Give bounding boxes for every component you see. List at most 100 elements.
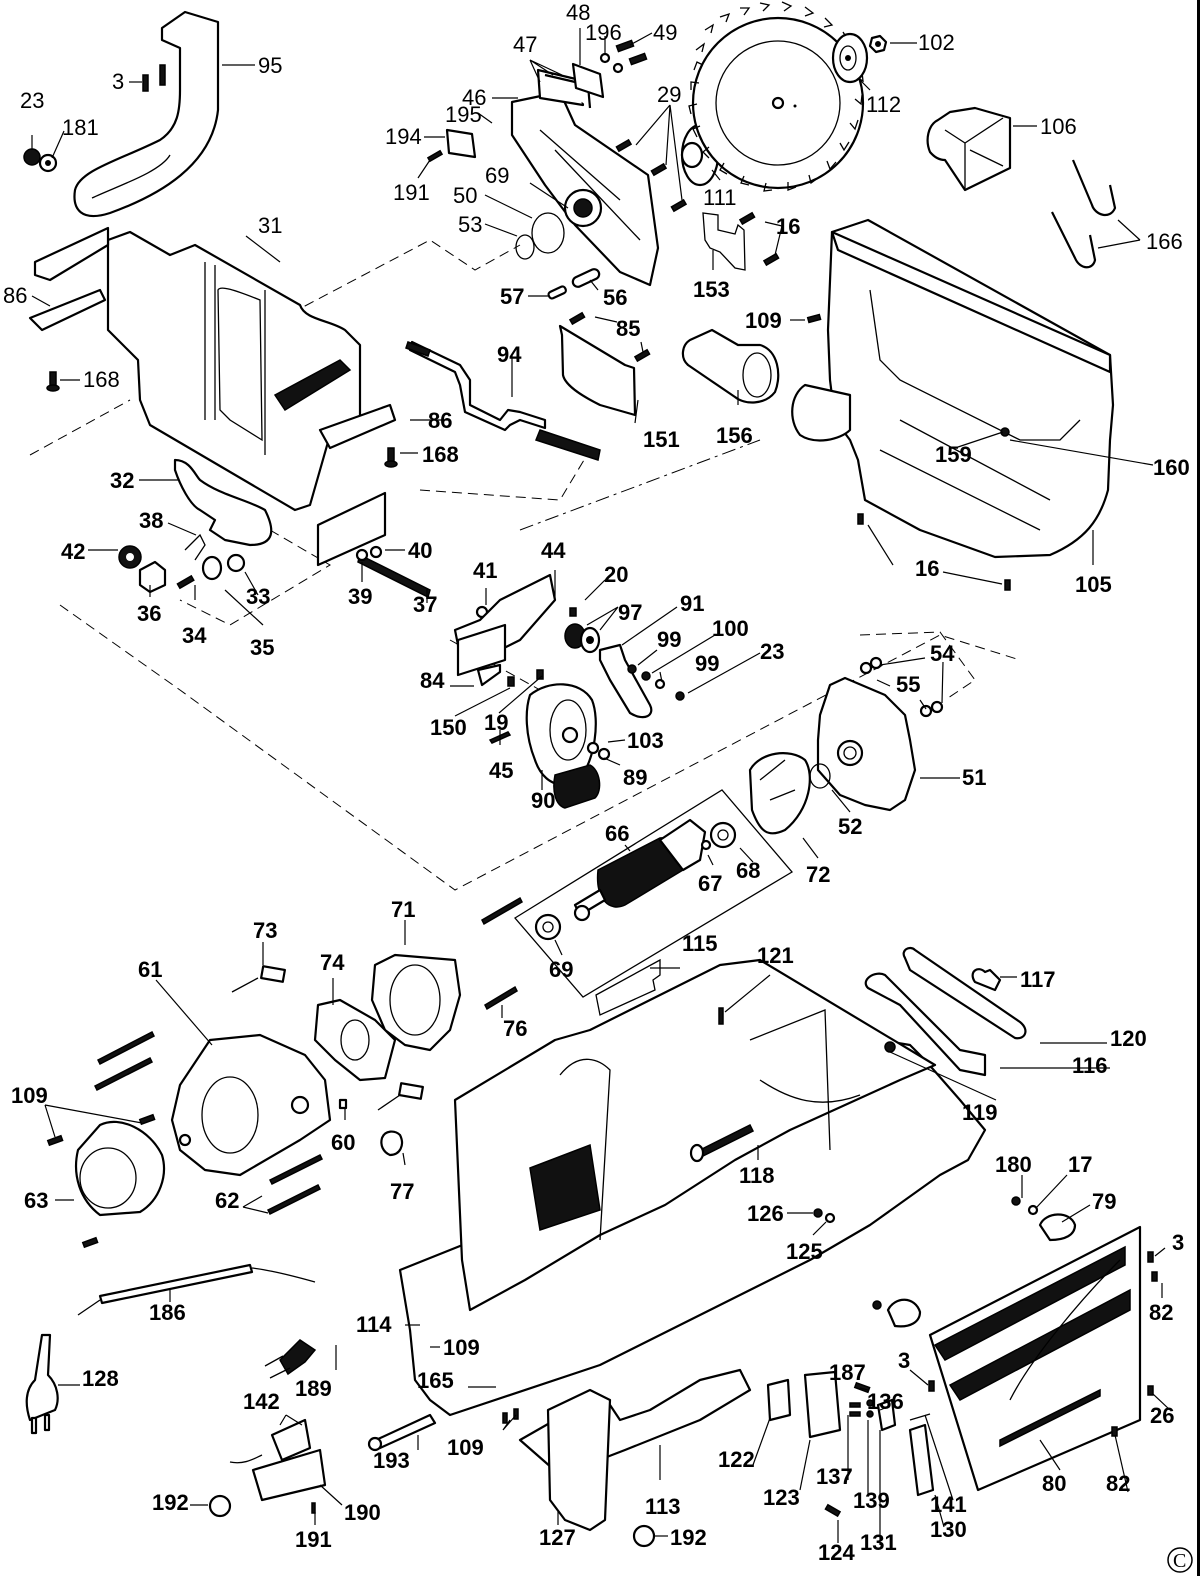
label-192-b: 192 — [670, 1525, 707, 1550]
label-120: 120 — [1110, 1026, 1147, 1051]
screws-29 — [615, 138, 688, 213]
part-46-knife-holder — [510, 90, 660, 287]
part-103-89 — [586, 741, 611, 761]
part-128-plug — [25, 1333, 59, 1435]
label-3: 3 — [112, 69, 124, 94]
label-38: 38 — [139, 508, 163, 533]
label-82-b: 82 — [1106, 1471, 1130, 1496]
label-196: 196 — [585, 20, 622, 45]
label-90: 90 — [531, 788, 555, 813]
small-parts-33-42 — [118, 533, 246, 594]
label-91: 91 — [680, 591, 704, 616]
label-53: 53 — [458, 212, 482, 237]
label-195: 195 — [445, 102, 482, 127]
part-156-tube-b — [791, 383, 852, 442]
leader-lines — [31, 28, 1171, 1545]
label-99: 99 — [657, 627, 681, 652]
label-77: 77 — [390, 1179, 414, 1204]
label-127: 127 — [539, 1525, 576, 1550]
label-42: 42 — [61, 539, 85, 564]
switch-parts-122-141 — [766, 1370, 935, 1518]
label-47: 47 — [513, 32, 537, 57]
label-57: 57 — [500, 284, 524, 309]
label-16: 16 — [776, 214, 800, 239]
label-89: 89 — [623, 765, 647, 790]
label-123: 123 — [763, 1485, 800, 1510]
part-44-trunnion — [453, 573, 577, 677]
assembly-guide-lines — [29, 239, 1021, 891]
screws-16-bottom — [857, 513, 1011, 591]
label-40: 40 — [408, 538, 432, 563]
part-86-brackets — [28, 226, 110, 332]
part-54-55-pins — [859, 656, 944, 718]
label-131: 131 — [860, 1530, 897, 1555]
label-168-b: 168 — [422, 442, 459, 467]
label-142: 142 — [243, 1389, 280, 1414]
label-115: 115 — [682, 931, 718, 956]
part-193-pin — [367, 1413, 437, 1452]
label-193: 193 — [373, 1448, 410, 1473]
part-61-motor-housing — [170, 1033, 332, 1177]
label-122: 122 — [718, 1447, 755, 1472]
label-48: 48 — [566, 0, 590, 25]
label-191-b: 191 — [295, 1527, 332, 1552]
part-95-riving-arm — [73, 10, 220, 218]
label-50: 50 — [453, 183, 477, 208]
part-49-bolts-196-washers — [599, 39, 648, 74]
part-194-plate — [426, 128, 477, 163]
label-111: 111 — [703, 185, 736, 210]
part-91-lever — [598, 643, 653, 719]
part-166-hex-keys — [1051, 159, 1117, 269]
armature-box — [514, 789, 793, 998]
label-37: 37 — [413, 592, 437, 617]
part-56-57-pins — [547, 268, 601, 300]
screws-16-top — [738, 211, 780, 267]
label-112: 112 — [866, 92, 901, 117]
label-187: 187 — [829, 1360, 866, 1385]
label-84: 84 — [420, 668, 445, 693]
part-31-frame — [106, 230, 397, 567]
label-180: 180 — [995, 1152, 1032, 1177]
label-49: 49 — [653, 20, 677, 45]
label-69: 69 — [485, 163, 509, 188]
part-156-tube — [681, 328, 780, 404]
right-border — [1197, 0, 1200, 1576]
label-100: 100 — [712, 616, 749, 641]
label-141: 141 — [930, 1492, 967, 1517]
long-screws-motor — [93, 896, 523, 1216]
label-55: 55 — [896, 672, 920, 697]
screws-3-82-26 — [928, 1251, 1158, 1437]
label-109: 109 — [745, 308, 782, 333]
label-113: 113 — [645, 1494, 681, 1519]
label-136: 136 — [867, 1389, 904, 1414]
label-130: 130 — [930, 1517, 967, 1542]
part-90-handwheel — [525, 683, 601, 809]
nut-washer-23-181 — [23, 148, 58, 173]
label-85: 85 — [616, 316, 640, 341]
screw-109-top — [806, 313, 822, 324]
label-67: 67 — [698, 871, 722, 896]
label-191: 191 — [393, 180, 430, 205]
part-151-guard-plate — [558, 311, 651, 417]
label-71: 71 — [391, 897, 415, 922]
label-121: 121 — [757, 943, 794, 968]
label-192: 192 — [152, 1490, 189, 1515]
label-29: 29 — [657, 82, 681, 107]
label-105: 105 — [1075, 572, 1112, 597]
part-112-outer-flange — [831, 32, 869, 84]
part-189-142-190-switchbox — [208, 1339, 656, 1548]
label-128: 128 — [82, 1366, 119, 1391]
screws-3 — [142, 64, 166, 92]
label-80: 80 — [1042, 1471, 1066, 1496]
part-99-100-23-nuts — [627, 664, 685, 701]
part-37-threaded-shaft — [355, 545, 489, 619]
part-186-cable — [77, 1263, 316, 1316]
label-126: 126 — [747, 1201, 784, 1226]
label-194: 194 — [385, 124, 422, 149]
label-139: 139 — [853, 1488, 890, 1513]
label-181: 181 — [62, 115, 99, 140]
label-109-c: 109 — [443, 1335, 480, 1360]
label-189: 189 — [295, 1376, 332, 1401]
